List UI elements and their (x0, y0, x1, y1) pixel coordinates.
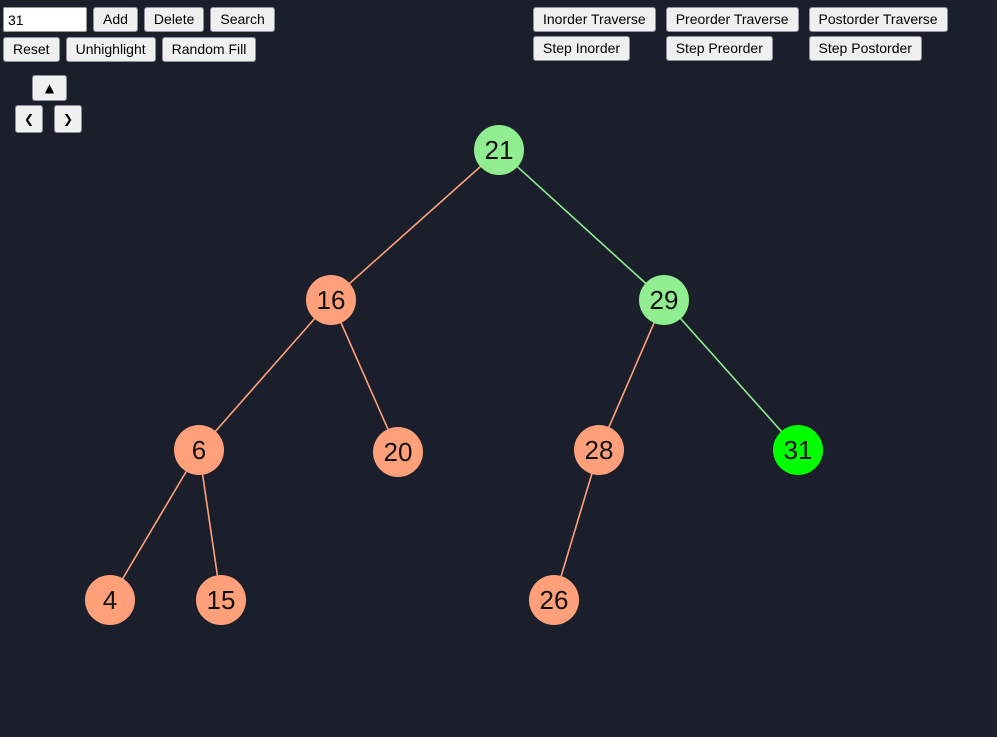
tree-node-20 (373, 427, 423, 477)
tree-edge-21-29 (498, 149, 665, 301)
tree-node-label-20: 20 (384, 437, 413, 467)
tree-edge-28-26 (553, 449, 600, 601)
step-preorder-button[interactable]: Step Preorder (665, 36, 773, 61)
pan-up-button[interactable]: ▲ (32, 75, 67, 101)
chevron-right-icon: ❯ (62, 111, 74, 126)
reset-button[interactable]: Reset (3, 37, 60, 62)
tree-edge-16-6 (198, 299, 332, 451)
toolbar-left: Add Delete Search Reset Unhighlight Rand… (3, 7, 275, 67)
up-arrow-icon: ▲ (44, 80, 55, 95)
tree-node-label-26: 26 (540, 585, 569, 615)
search-button[interactable]: Search (210, 7, 275, 32)
tree-node-28 (574, 425, 624, 475)
traversal-col-preorder: Preorder Traverse Step Preorder (665, 7, 799, 61)
tree-edge-29-31 (663, 299, 799, 451)
tree-node-label-16: 16 (317, 285, 346, 315)
inorder-traverse-button[interactable]: Inorder Traverse (533, 7, 656, 32)
tree-edge-21-16 (330, 149, 500, 301)
chevron-left-icon: ❮ (23, 111, 35, 126)
add-button[interactable]: Add (93, 7, 138, 32)
postorder-traverse-button[interactable]: Postorder Traverse (808, 7, 948, 32)
tree-node-15 (196, 575, 246, 625)
pan-right-button[interactable]: ❯ (54, 105, 82, 133)
tree-edge-6-15 (198, 449, 222, 601)
tree-node-label-15: 15 (207, 585, 236, 615)
tree-node-16 (306, 275, 356, 325)
tree-edge-6-4 (109, 449, 200, 601)
toolbar-row-2: Reset Unhighlight Random Fill (3, 37, 275, 62)
tree-node-label-28: 28 (585, 435, 614, 465)
toolbar-row-1: Add Delete Search (3, 7, 275, 32)
tree-node-6 (174, 425, 224, 475)
step-inorder-button[interactable]: Step Inorder (533, 36, 631, 61)
tree-node-label-29: 29 (650, 285, 679, 315)
pan-left-button[interactable]: ❮ (15, 105, 43, 133)
tree-node-4 (85, 575, 135, 625)
preorder-traverse-button[interactable]: Preorder Traverse (665, 7, 799, 32)
tree-edge-29-28 (598, 299, 665, 451)
tree-node-29 (639, 275, 689, 325)
delete-button[interactable]: Delete (143, 7, 205, 32)
traversal-col-inorder: Inorder Traverse Step Inorder (533, 7, 656, 61)
tree-node-label-6: 6 (192, 435, 206, 465)
tree-node-label-31: 31 (784, 435, 813, 465)
random-fill-button[interactable]: Random Fill (161, 37, 257, 62)
step-postorder-button[interactable]: Step Postorder (808, 36, 922, 61)
tree-node-21 (474, 125, 524, 175)
tree-node-label-4: 4 (103, 585, 117, 615)
tree-node-label-21: 21 (485, 135, 514, 165)
traversal-col-postorder: Postorder Traverse Step Postorder (808, 7, 948, 61)
unhighlight-button[interactable]: Unhighlight (65, 37, 156, 62)
tree-node-26 (529, 575, 579, 625)
toolbar-traversal: Inorder Traverse Step Inorder Preorder T… (533, 7, 948, 61)
value-input[interactable] (3, 7, 87, 32)
tree-edge-16-20 (330, 299, 399, 453)
tree-node-31 (773, 425, 823, 475)
